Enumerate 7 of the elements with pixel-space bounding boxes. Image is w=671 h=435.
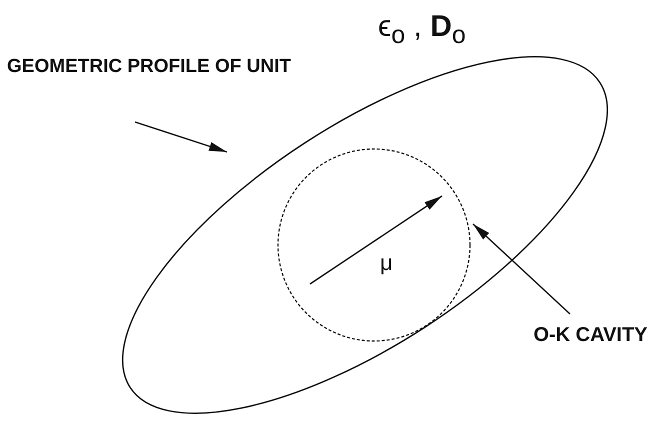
dipole-symbol-label: μ <box>380 250 393 276</box>
callout-label: GEOMETRIC PROFILE OF UNIT <box>4 50 294 120</box>
leader-arrow <box>472 223 570 315</box>
callout-label: O-K CAVITY <box>510 318 671 348</box>
leader-arrow <box>134 121 228 153</box>
cavity-circle <box>277 148 471 342</box>
medium-symbol-label: ϵ$_{o}$ , D$_{o}$ <box>378 10 466 50</box>
